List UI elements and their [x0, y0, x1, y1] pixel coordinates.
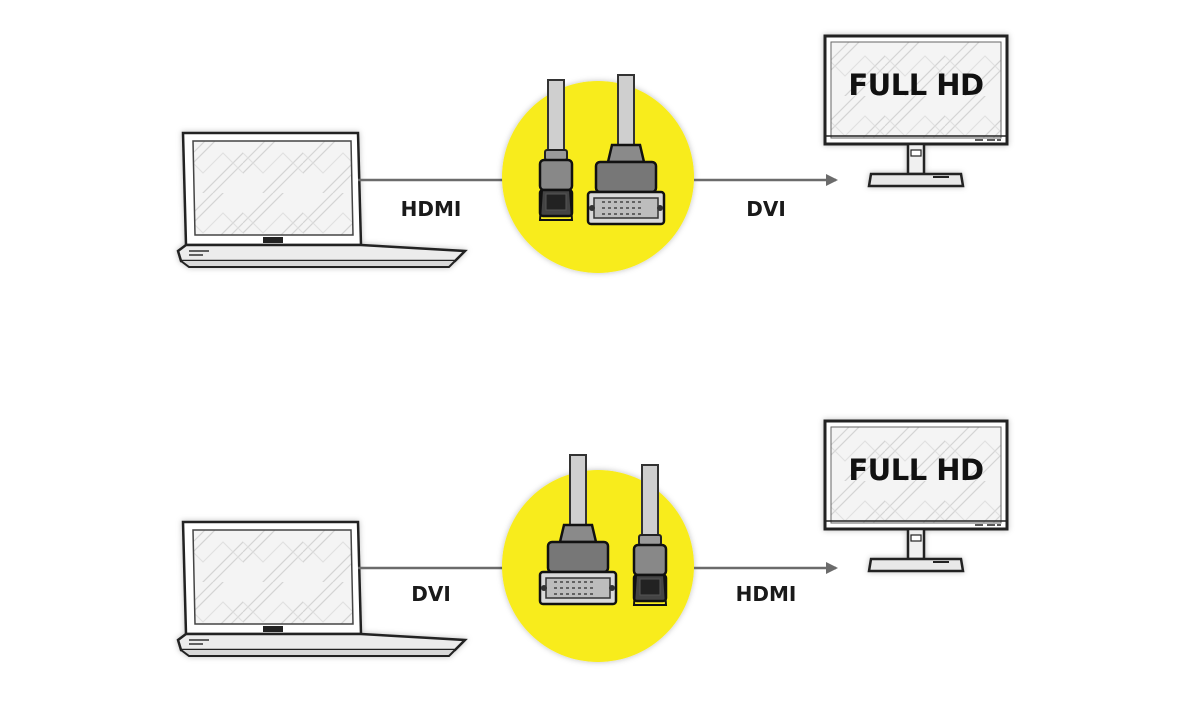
row-1 [178, 36, 1007, 273]
source-connector-label: HDMI [400, 197, 462, 221]
monitor-screen-text: FULL HD [848, 68, 984, 102]
monitor-screen-text: FULL HD [848, 453, 984, 487]
monitor-icon [825, 36, 1007, 186]
monitor-icon [825, 421, 1007, 571]
row-2 [178, 421, 1007, 662]
target-connector-label: HDMI [735, 582, 797, 606]
target-connector-label: DVI [746, 197, 786, 221]
source-connector-label: DVI [411, 582, 451, 606]
